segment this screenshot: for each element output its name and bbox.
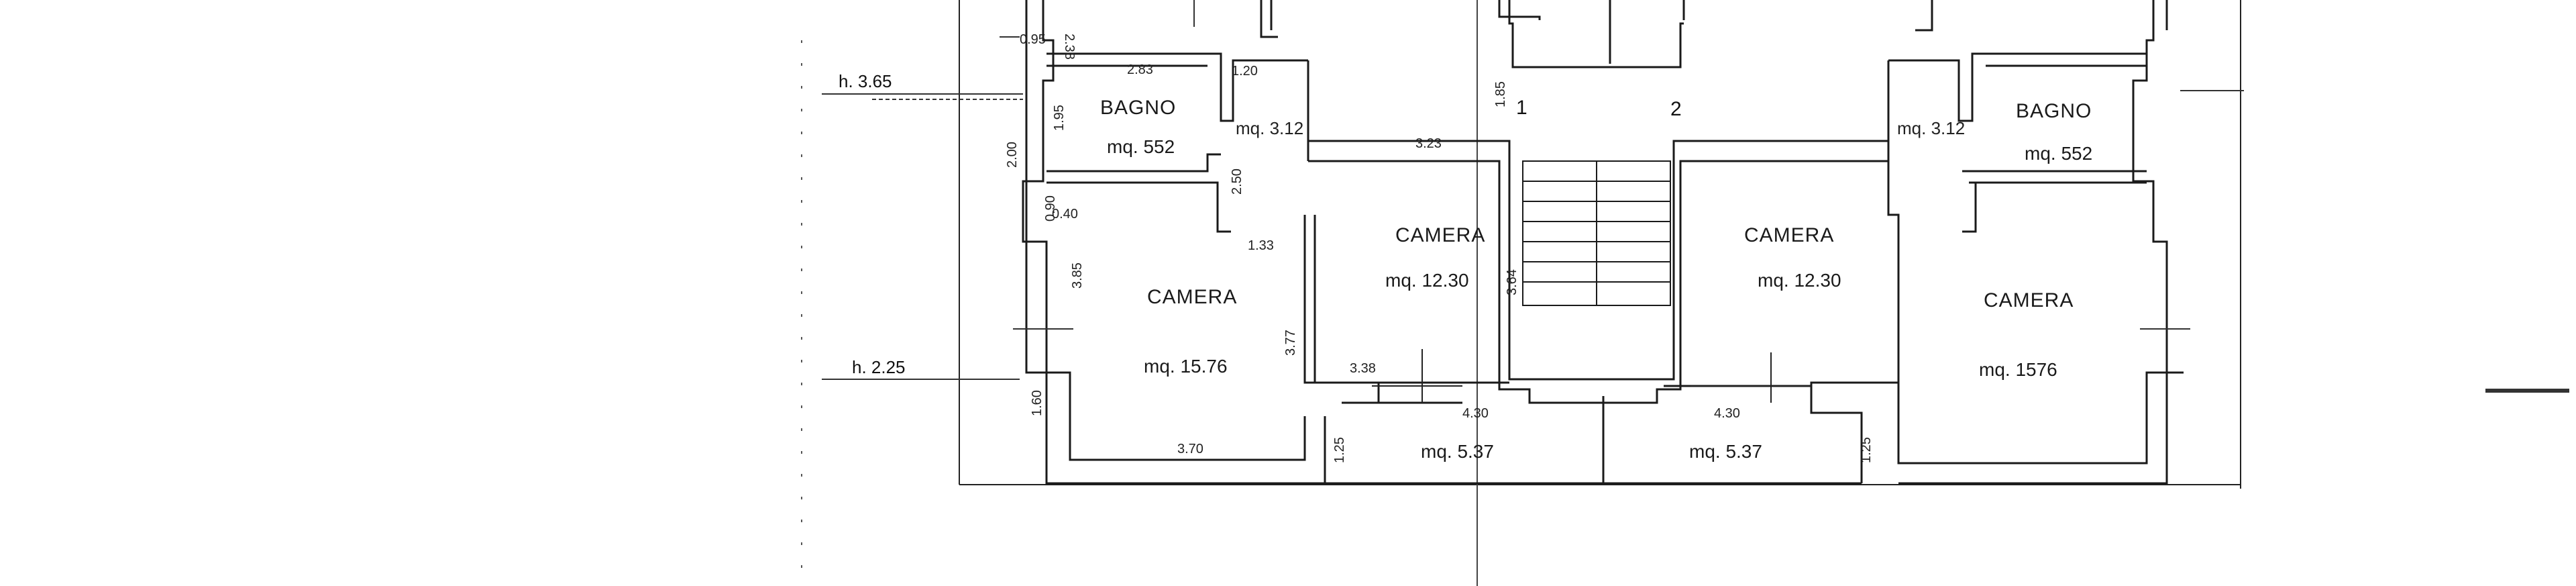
dim-125-left: 1.25 xyxy=(1332,437,1347,463)
bagno-left-area: mq. 552 xyxy=(1107,136,1175,157)
camera-mid-right-label: CAMERA xyxy=(1744,224,1834,246)
dim-133: 1.33 xyxy=(1248,238,1274,253)
stair-number-1: 1 xyxy=(1516,97,1527,119)
camera-mid-left-label: CAMERA xyxy=(1395,224,1485,246)
bagno-right-label: BAGNO xyxy=(2016,100,2092,122)
dim-090: 0.90 xyxy=(1043,195,1058,222)
dim-120: 1.20 xyxy=(1232,64,1258,79)
dim-377: 3.77 xyxy=(1283,330,1298,356)
dim-250: 2.50 xyxy=(1230,168,1244,195)
dim-095: 0.95 xyxy=(1020,32,1046,47)
dim-125-right: 1.25 xyxy=(1859,437,1874,463)
bagno-right-area: mq. 552 xyxy=(2025,143,2092,164)
camera-left-label: CAMERA xyxy=(1147,286,1237,308)
balcony-right-area: mq. 5.37 xyxy=(1689,441,1762,462)
dim-430-right: 4.30 xyxy=(1714,406,1740,421)
height-lower: h. 2.25 xyxy=(852,357,906,377)
stair-number-2: 2 xyxy=(1670,98,1682,120)
balcony-left-area: mq. 5.37 xyxy=(1421,441,1494,462)
staircase xyxy=(1522,160,1671,306)
dimension-lines xyxy=(822,0,2244,380)
camera-right-label: CAMERA xyxy=(1984,289,2074,311)
dim-238: 2.38 xyxy=(1062,34,1077,60)
dim-385: 3.85 xyxy=(1070,262,1085,289)
dim-283: 2.83 xyxy=(1127,62,1153,77)
dim-040: 0.40 xyxy=(1052,207,1078,222)
camera-mid-left-area: mq. 12.30 xyxy=(1385,270,1469,291)
camera-right-area: mq. 1576 xyxy=(1979,359,2057,380)
dim-370: 3.70 xyxy=(1177,442,1203,456)
corridor-right-area: mq. 3.12 xyxy=(1897,118,1965,138)
balcony-rails xyxy=(1372,349,1811,403)
bagno-left-label: BAGNO xyxy=(1100,97,1176,119)
dim-195: 1.95 xyxy=(1052,105,1067,131)
camera-left-area: mq. 15.76 xyxy=(1144,356,1228,377)
dim-323: 3.23 xyxy=(1415,136,1442,151)
corridor-left-area: mq. 3.12 xyxy=(1236,118,1303,138)
dim-200: 2.00 xyxy=(1005,142,1020,168)
camera-mid-right-area: mq. 12.30 xyxy=(1758,270,1841,291)
dim-160: 1.60 xyxy=(1030,390,1044,416)
height-upper: h. 3.65 xyxy=(839,71,892,91)
dim-364: 3.64 xyxy=(1505,269,1519,295)
outer-frame xyxy=(959,0,2241,489)
dim-338: 3.38 xyxy=(1350,361,1376,376)
dim-185: 1.85 xyxy=(1493,81,1508,107)
dim-430-left: 4.30 xyxy=(1462,406,1489,421)
walls xyxy=(1022,0,2184,485)
